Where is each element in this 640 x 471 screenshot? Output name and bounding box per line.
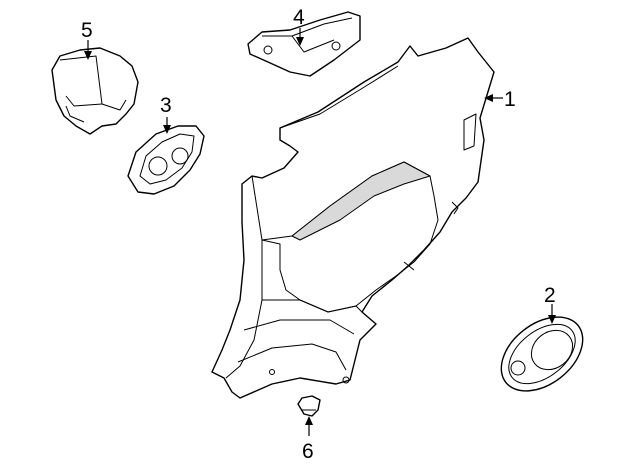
callout-2-label: 2 [544,284,556,307]
callout-3-label: 3 [160,94,172,117]
callout-3: 3 [160,94,172,134]
part-2-speaker-grille [500,316,584,392]
callout-1: 1 [484,88,516,111]
callout-1-label: 1 [504,88,516,111]
callout-4-label: 4 [293,6,305,29]
part-5-cover [51,47,139,135]
callout-5-label: 5 [81,19,93,42]
part-3-speaker-grille [127,125,205,195]
callout-2: 2 [544,284,556,324]
callout-4: 4 [293,6,305,46]
part-4-bracket [247,11,361,77]
callout-5: 5 [81,19,93,60]
part-1-quarter-trim-panel [211,37,495,399]
callout-6: 6 [302,416,314,463]
callout-6-label: 6 [302,440,314,463]
part-6-clip [297,395,321,417]
